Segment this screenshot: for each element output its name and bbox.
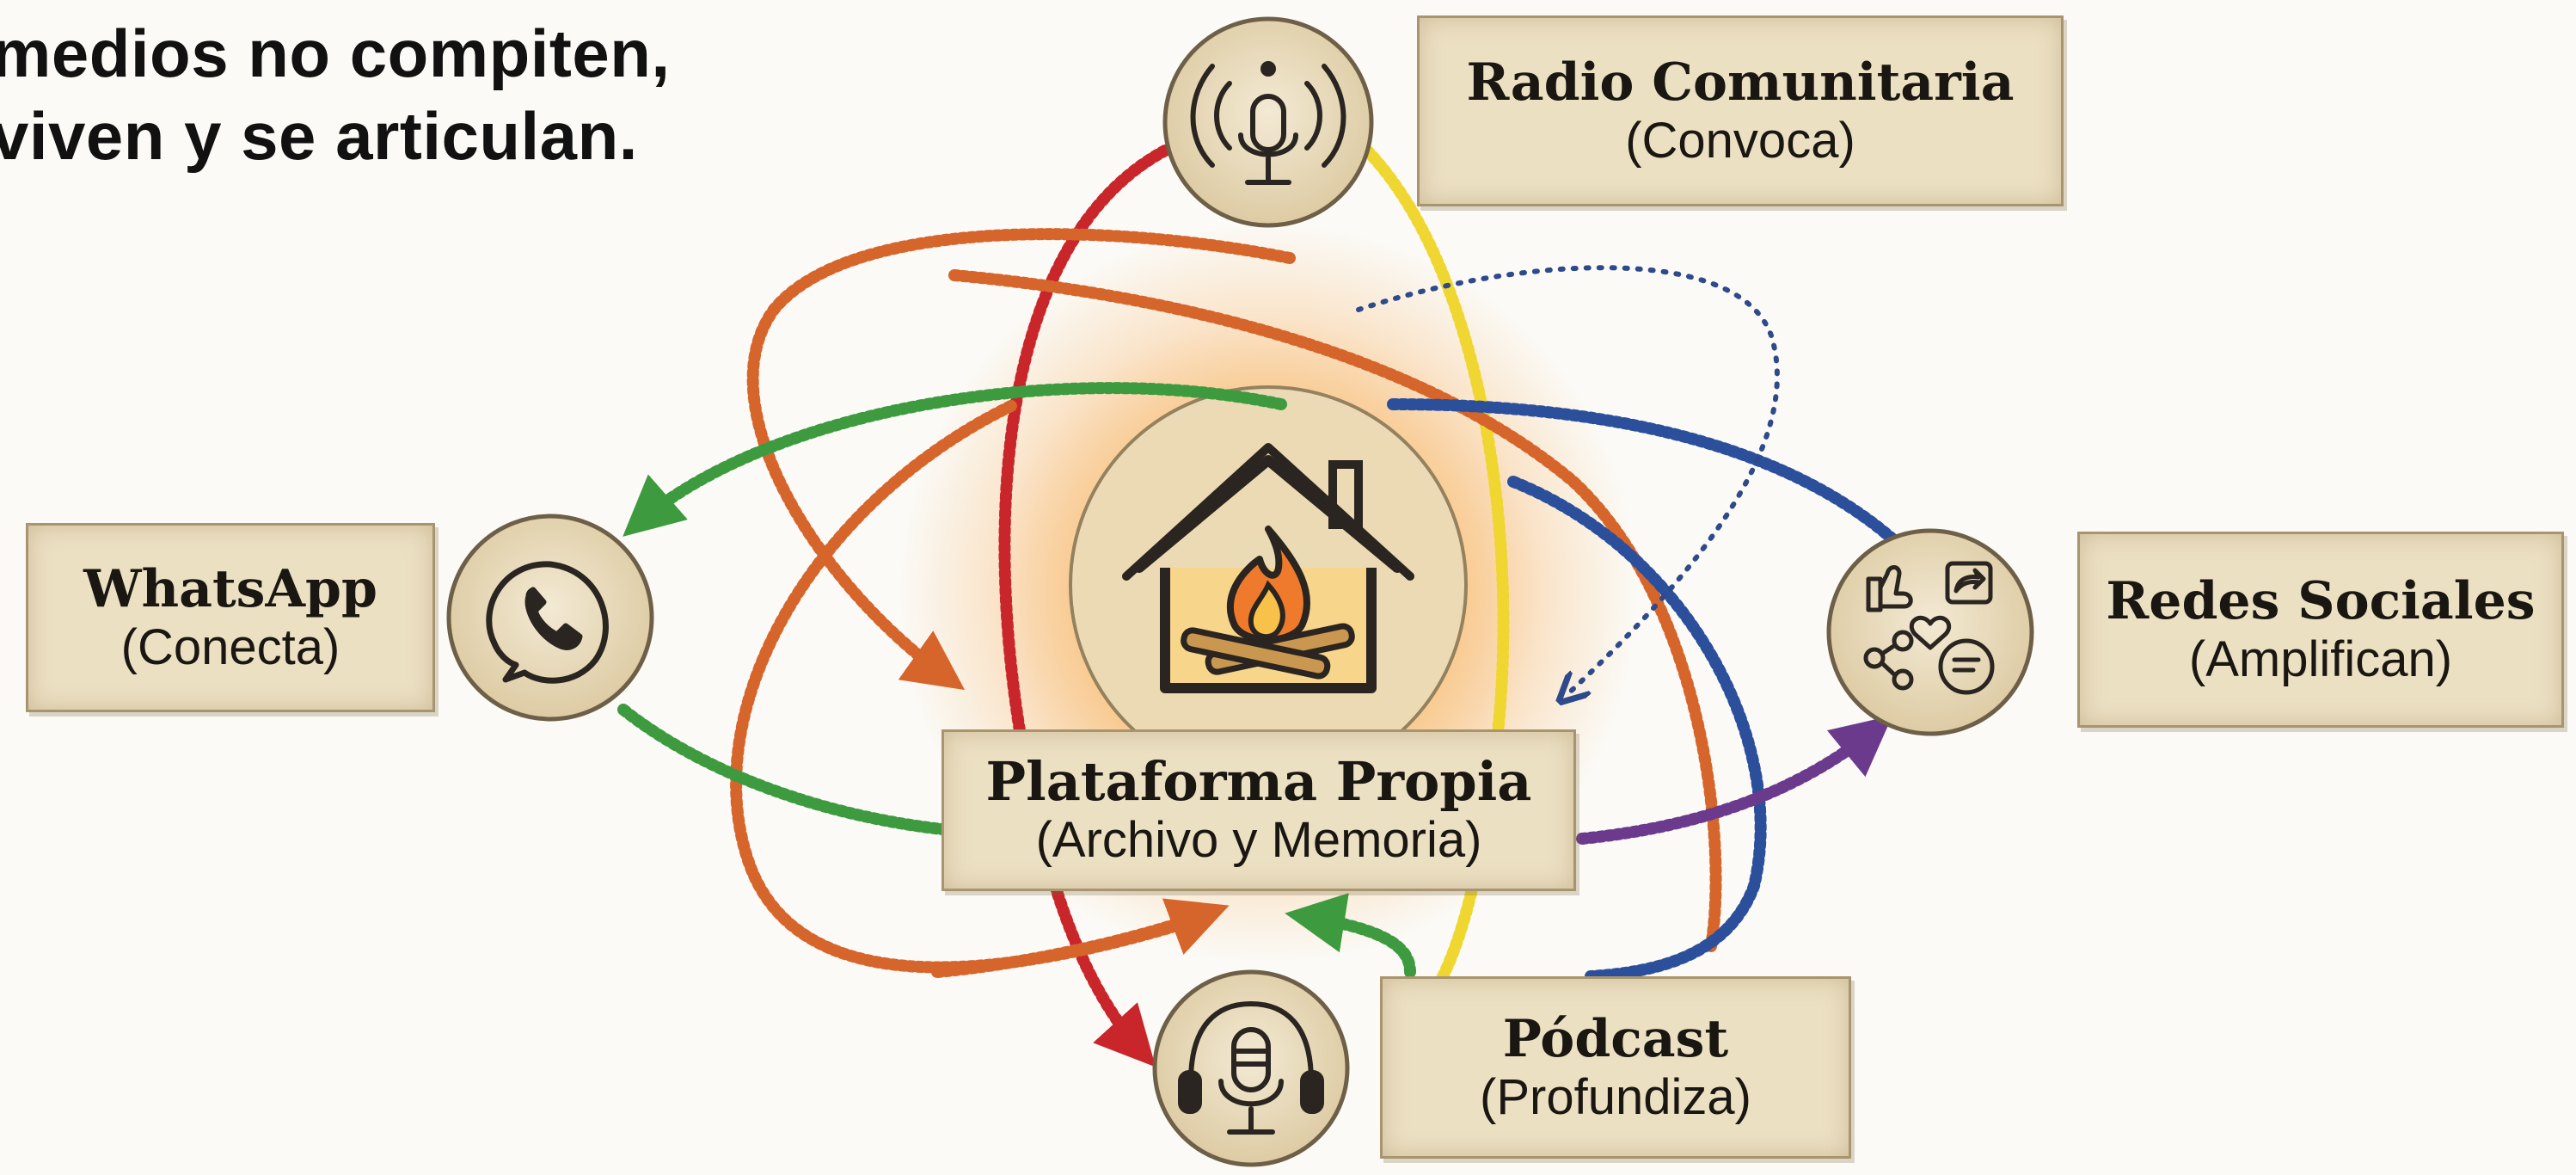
connection-green-top <box>623 382 1287 537</box>
connection-blue-redes-podcast <box>1507 476 1767 982</box>
podcast-badge[interactable] <box>1152 969 1350 1167</box>
connection-radio-podcast <box>998 145 1171 1067</box>
radio-title: Radio Comunitaria <box>1466 52 2015 113</box>
connection-blue-top <box>1387 398 1902 548</box>
page-title: medios no compiten, viven y se articulan… <box>0 12 851 177</box>
whatsapp-subtitle: (Conecta) <box>120 619 340 675</box>
podcast-title: Pódcast <box>1502 1009 1729 1069</box>
podcast-subtitle: (Profundiza) <box>1480 1069 1751 1125</box>
whatsapp-label-card[interactable]: WhatsApp (Conecta) <box>26 523 435 712</box>
connection-orange-arrow <box>931 898 1230 978</box>
center-subtitle: (Archivo y Memoria) <box>1035 812 1482 868</box>
center-title: Plataforma Propia <box>985 750 1532 813</box>
whatsapp-badge[interactable] <box>446 514 654 722</box>
radio-badge[interactable] <box>1162 16 1374 228</box>
redes-subtitle: (Amplifican) <box>2188 631 2453 687</box>
radio-subtitle: (Convoca) <box>1625 113 1855 169</box>
connection-radio-yellow <box>1361 145 1510 995</box>
whatsapp-icon <box>486 561 609 684</box>
microphone-broadcast-icon <box>1190 61 1346 185</box>
house-fire-icon <box>1122 443 1414 693</box>
redes-label-card[interactable]: Redes Sociales (Amplifican) <box>2077 532 2564 728</box>
title-line-2: viven y se articulan. <box>0 98 638 174</box>
podcast-label-card[interactable]: Pódcast (Profundiza) <box>1380 976 1851 1159</box>
radio-label-card[interactable]: Radio Comunitaria (Convoca) <box>1417 15 2064 206</box>
center-label-card[interactable]: Plataforma Propia (Archivo y Memoria) <box>941 729 1576 891</box>
connection-green-bottom <box>617 704 956 836</box>
social-media-icon <box>1863 561 1995 695</box>
redes-badge[interactable] <box>1826 528 2034 736</box>
podcast-headphones-icon <box>1178 1001 1324 1135</box>
connection-green-podcast <box>1285 893 1416 978</box>
connections <box>617 145 1902 1067</box>
whatsapp-title: WhatsApp <box>83 559 377 619</box>
connection-purple <box>1576 715 1893 845</box>
redes-title: Redes Sociales <box>2106 571 2536 631</box>
title-line-1: medios no compiten, <box>0 15 671 91</box>
connection-dotted-blue <box>1356 265 1780 697</box>
connection-orange-loop <box>746 228 1296 691</box>
